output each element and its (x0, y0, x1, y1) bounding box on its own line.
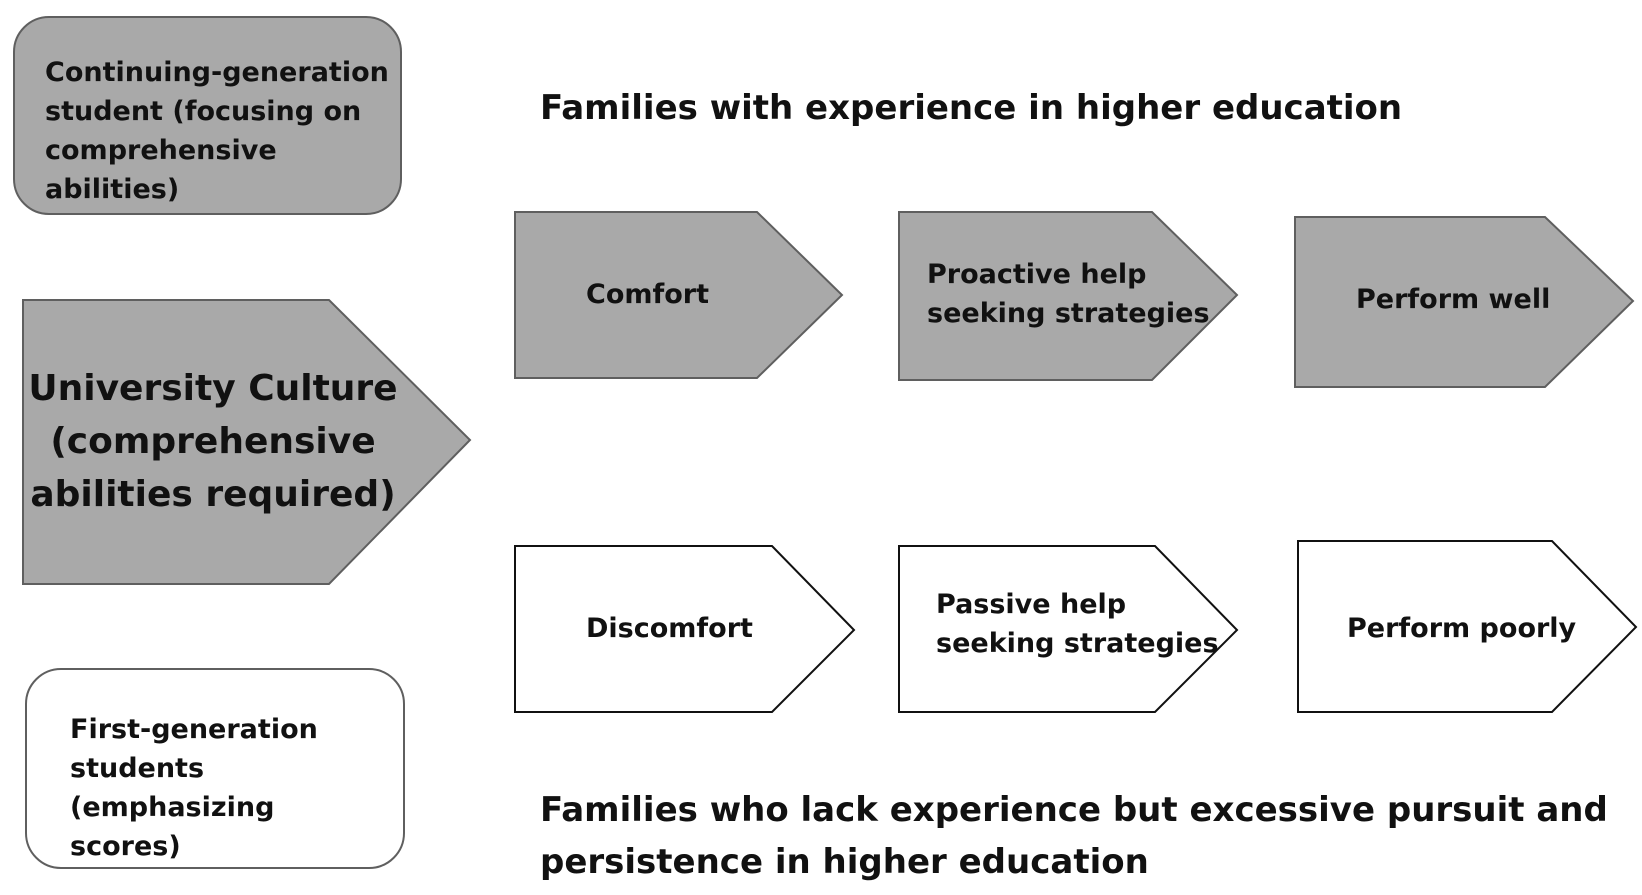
first-generation-line-2: students (emphasizing (70, 753, 275, 823)
passive-help-line-1: Passive help (936, 589, 1127, 620)
top-heading-text: Families with experience in higher educa… (540, 88, 1403, 128)
first-generation-line-3: scores) (70, 831, 181, 862)
university-culture-line-3: abilities required) (30, 474, 396, 515)
discomfort-label: Discomfort (586, 609, 753, 648)
proactive-help-line-2: seeking strategies (927, 298, 1210, 329)
bottom-heading-line-2: persistence in higher education (540, 842, 1149, 882)
proactive-help-arrow (898, 211, 1239, 381)
continuing-generation-line-3: comprehensive abilities) (45, 135, 277, 205)
university-culture-line-2: (comprehensive (50, 421, 376, 462)
comfort-arrow (514, 211, 844, 379)
perform-poorly-text: Perform poorly (1347, 613, 1577, 644)
bottom-heading-line-1: Families who lack experience but excessi… (540, 790, 1608, 830)
discomfort-text: Discomfort (586, 613, 753, 644)
perform-poorly-label: Perform poorly (1347, 609, 1576, 648)
discomfort-arrow (514, 545, 856, 713)
first-generation-line-1: First-generation (70, 714, 318, 745)
top-heading: Families with experience in higher educa… (540, 82, 1402, 134)
continuing-generation-box: Continuing-generation student (focusing … (13, 16, 402, 215)
continuing-generation-line-2: student (focusing on (45, 96, 362, 127)
comfort-text: Comfort (586, 279, 710, 310)
perform-well-label: Perform well (1356, 280, 1550, 319)
comfort-label: Comfort (586, 275, 709, 314)
passive-help-label: Passive help seeking strategies (936, 585, 1219, 663)
proactive-help-line-1: Proactive help (927, 259, 1147, 290)
perform-well-arrow (1294, 216, 1635, 388)
perform-poorly-arrow (1297, 540, 1638, 713)
continuing-generation-line-1: Continuing-generation (45, 57, 389, 88)
university-culture-label: University Culture (comprehensive abilit… (18, 362, 408, 521)
proactive-help-label: Proactive help seeking strategies (927, 255, 1210, 333)
university-culture-arrow (22, 299, 472, 585)
passive-help-arrow (898, 545, 1239, 713)
first-generation-box: First-generation students (emphasizing s… (25, 668, 405, 869)
bottom-heading: Families who lack experience but excessi… (540, 784, 1608, 888)
perform-well-text: Perform well (1356, 284, 1551, 315)
passive-help-line-2: seeking strategies (936, 628, 1219, 659)
university-culture-line-1: University Culture (28, 368, 398, 409)
